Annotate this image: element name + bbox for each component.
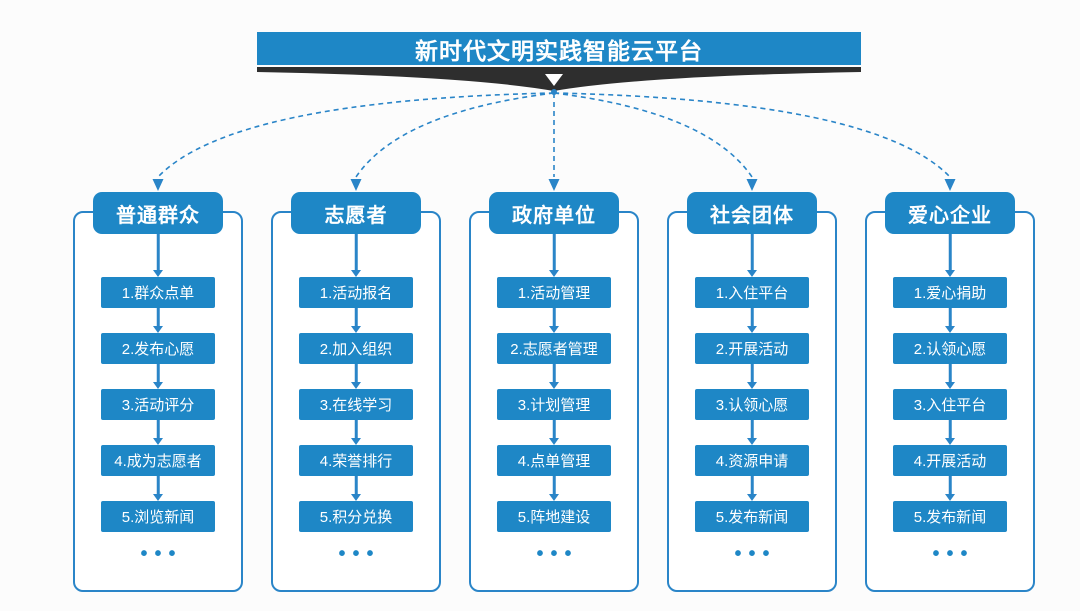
down-arrow-icon <box>151 476 165 501</box>
step-list: 1.入住平台 2.开展活动 3.认领心愿 4.资源申请 5.发布新闻 <box>695 277 809 532</box>
more-ellipsis: ••• <box>734 543 777 565</box>
step-box: 4.开展活动 <box>893 445 1007 476</box>
down-arrow-icon <box>745 308 759 333</box>
banner-arrow-icon <box>545 74 563 86</box>
column-header: 普通群众 <box>93 192 223 234</box>
column-header: 政府单位 <box>489 192 619 234</box>
down-arrow-icon <box>547 308 561 333</box>
platform-title: 新时代文明实践智能云平台 <box>415 37 703 64</box>
role-column: 志愿者 1.活动报名 2.加入组织 3.在线学习 4.荣誉排行 5.积分兑换 ••• <box>271 192 441 592</box>
step-box: 3.计划管理 <box>497 389 611 420</box>
down-arrow-icon <box>547 364 561 389</box>
down-arrow-icon <box>151 234 165 277</box>
down-arrow-icon <box>349 476 363 501</box>
down-arrow-icon <box>349 234 363 277</box>
role-column: 社会团体 1.入住平台 2.开展活动 3.认领心愿 4.资源申请 5.发布新闻 ••• <box>667 192 837 592</box>
down-arrow-icon <box>943 234 957 277</box>
down-arrow-icon <box>349 308 363 333</box>
step-box: 2.开展活动 <box>695 333 809 364</box>
down-arrow-icon <box>943 476 957 501</box>
down-arrow-icon <box>943 420 957 445</box>
step-box: 5.浏览新闻 <box>101 501 215 532</box>
connector-curve <box>553 92 951 178</box>
step-list: 1.爱心捐助 2.认领心愿 3.入住平台 4.开展活动 5.发布新闻 <box>893 277 1007 532</box>
arrowhead-icon <box>548 179 560 191</box>
step-list: 1.活动管理 2.志愿者管理 3.计划管理 4.点单管理 5.阵地建设 <box>497 277 611 532</box>
more-ellipsis: ••• <box>140 543 183 565</box>
step-box: 5.发布新闻 <box>695 501 809 532</box>
step-box: 4.成为志愿者 <box>101 445 215 476</box>
step-box: 4.资源申请 <box>695 445 809 476</box>
down-arrow-icon <box>547 420 561 445</box>
down-arrow-icon <box>745 420 759 445</box>
more-ellipsis: ••• <box>338 543 381 565</box>
step-box: 5.积分兑换 <box>299 501 413 532</box>
platform-banner: 新时代文明实践智能云平台 <box>257 32 861 65</box>
arrowhead-icon <box>944 179 956 191</box>
down-arrow-icon <box>745 364 759 389</box>
step-box: 2.加入组织 <box>299 333 413 364</box>
arrowhead-icon <box>152 179 164 191</box>
step-list: 1.群众点单 2.发布心愿 3.活动评分 4.成为志愿者 5.浏览新闻 <box>101 277 215 532</box>
more-ellipsis: ••• <box>932 543 975 565</box>
step-box: 5.阵地建设 <box>497 501 611 532</box>
down-arrow-icon <box>349 420 363 445</box>
down-arrow-icon <box>151 420 165 445</box>
down-arrow-icon <box>151 364 165 389</box>
down-arrow-icon <box>349 364 363 389</box>
column-header: 爱心企业 <box>885 192 1015 234</box>
step-box: 1.群众点单 <box>101 277 215 308</box>
connector-curves <box>157 92 951 178</box>
more-ellipsis: ••• <box>536 543 579 565</box>
connector-arrowheads <box>152 179 956 191</box>
step-box: 2.发布心愿 <box>101 333 215 364</box>
connector-curve <box>355 92 555 178</box>
down-arrow-icon <box>745 234 759 277</box>
column-header: 志愿者 <box>291 192 421 234</box>
connector-curve <box>553 92 753 178</box>
down-arrow-icon <box>943 364 957 389</box>
role-column: 政府单位 1.活动管理 2.志愿者管理 3.计划管理 4.点单管理 5.阵地建设 ••• <box>469 192 639 592</box>
arrowhead-icon <box>350 179 362 191</box>
down-arrow-icon <box>151 308 165 333</box>
step-list: 1.活动报名 2.加入组织 3.在线学习 4.荣誉排行 5.积分兑换 <box>299 277 413 532</box>
connector-curve <box>157 92 555 178</box>
step-box: 1.入住平台 <box>695 277 809 308</box>
step-box: 1.爱心捐助 <box>893 277 1007 308</box>
step-box: 3.认领心愿 <box>695 389 809 420</box>
step-box: 3.活动评分 <box>101 389 215 420</box>
step-box: 3.在线学习 <box>299 389 413 420</box>
arrowhead-icon <box>746 179 758 191</box>
down-arrow-icon <box>745 476 759 501</box>
down-arrow-icon <box>547 234 561 277</box>
role-column: 爱心企业 1.爱心捐助 2.认领心愿 3.入住平台 4.开展活动 5.发布新闻 ••• <box>865 192 1035 592</box>
step-box: 1.活动管理 <box>497 277 611 308</box>
step-box: 1.活动报名 <box>299 277 413 308</box>
step-box: 4.荣誉排行 <box>299 445 413 476</box>
step-box: 2.志愿者管理 <box>497 333 611 364</box>
down-arrow-icon <box>547 476 561 501</box>
down-arrow-icon <box>943 308 957 333</box>
step-box: 3.入住平台 <box>893 389 1007 420</box>
step-box: 2.认领心愿 <box>893 333 1007 364</box>
step-box: 4.点单管理 <box>497 445 611 476</box>
role-column: 普通群众 1.群众点单 2.发布心愿 3.活动评分 4.成为志愿者 5.浏览新闻 ••• <box>73 192 243 592</box>
step-box: 5.发布新闻 <box>893 501 1007 532</box>
column-header: 社会团体 <box>687 192 817 234</box>
